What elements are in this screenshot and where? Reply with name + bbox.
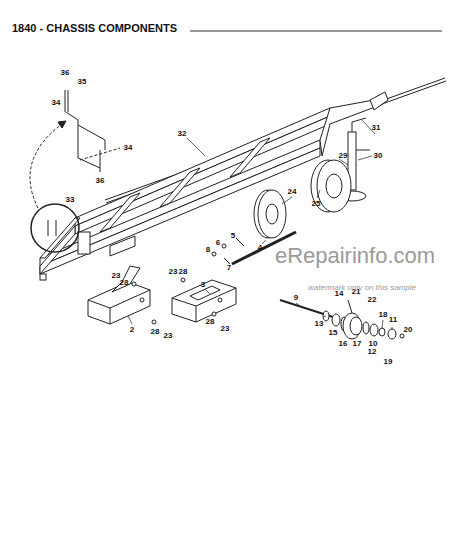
callout-number: 20 — [404, 326, 413, 334]
callout-number: 28 — [206, 318, 215, 326]
callout-number: 16 — [339, 340, 348, 348]
pin — [212, 238, 244, 264]
title-rule — [190, 31, 442, 32]
detail-arrow — [30, 124, 62, 208]
callout-number: 15 — [329, 329, 338, 337]
callout-number: 30 — [374, 152, 383, 160]
callout-number: 13 — [315, 320, 324, 328]
bolt — [132, 278, 216, 324]
callout-number: 11 — [389, 316, 397, 324]
bracket-inset — [65, 90, 120, 172]
callout-number: 12 — [368, 348, 377, 356]
callout-number: 34 — [124, 144, 133, 152]
arrow-head — [58, 121, 66, 128]
callout-number: 34 — [52, 99, 61, 107]
callout-number: 36 — [61, 69, 70, 77]
callout-number: 23 — [221, 325, 230, 333]
callout-number: 28 — [179, 268, 188, 276]
callout-number: 7 — [227, 264, 231, 272]
callout-number: 18 — [379, 311, 388, 319]
callout-number: 8 — [206, 246, 210, 254]
detail-bolt — [48, 220, 49, 236]
detail-circle — [31, 204, 79, 252]
watermark-text: watermark only on this sample — [308, 284, 416, 292]
callout-number: 23 — [112, 272, 121, 280]
callout-number: 25 — [312, 200, 321, 208]
callout-number: 22 — [368, 296, 377, 304]
detail-bolt — [56, 220, 57, 236]
callout-number: 36 — [96, 177, 105, 185]
spindle-hub — [280, 300, 404, 339]
callout-number: 4 — [258, 244, 262, 252]
leader-line — [128, 120, 392, 330]
callout-number: 32 — [178, 130, 187, 138]
callout-number: 28 — [120, 279, 129, 287]
callout-number: 9 — [294, 294, 298, 302]
callout-number: 6 — [216, 239, 220, 247]
callout-number: 17 — [353, 340, 362, 348]
callout-number: 10 — [369, 340, 378, 348]
callout-number: 29 — [339, 152, 348, 160]
callout-number: 2 — [130, 326, 134, 334]
page-title: 1840 - CHASSIS COMPONENTS — [12, 22, 180, 34]
callout-number: 28 — [151, 328, 160, 336]
axle-block — [88, 266, 236, 324]
callout-number: 33 — [66, 196, 75, 204]
callout-number: 35 — [78, 78, 87, 86]
callout-number: 31 — [372, 124, 381, 132]
callout-number: 23 — [169, 268, 178, 276]
callout-number: 23 — [164, 332, 173, 340]
callout-number: 19 — [384, 358, 393, 366]
watermark-text: eRepairinfo.com — [275, 245, 435, 267]
callout-number: 5 — [231, 232, 235, 240]
callout-number: 24 — [288, 188, 297, 196]
wheel-rim — [254, 160, 351, 238]
callout-number: 3 — [201, 281, 205, 289]
